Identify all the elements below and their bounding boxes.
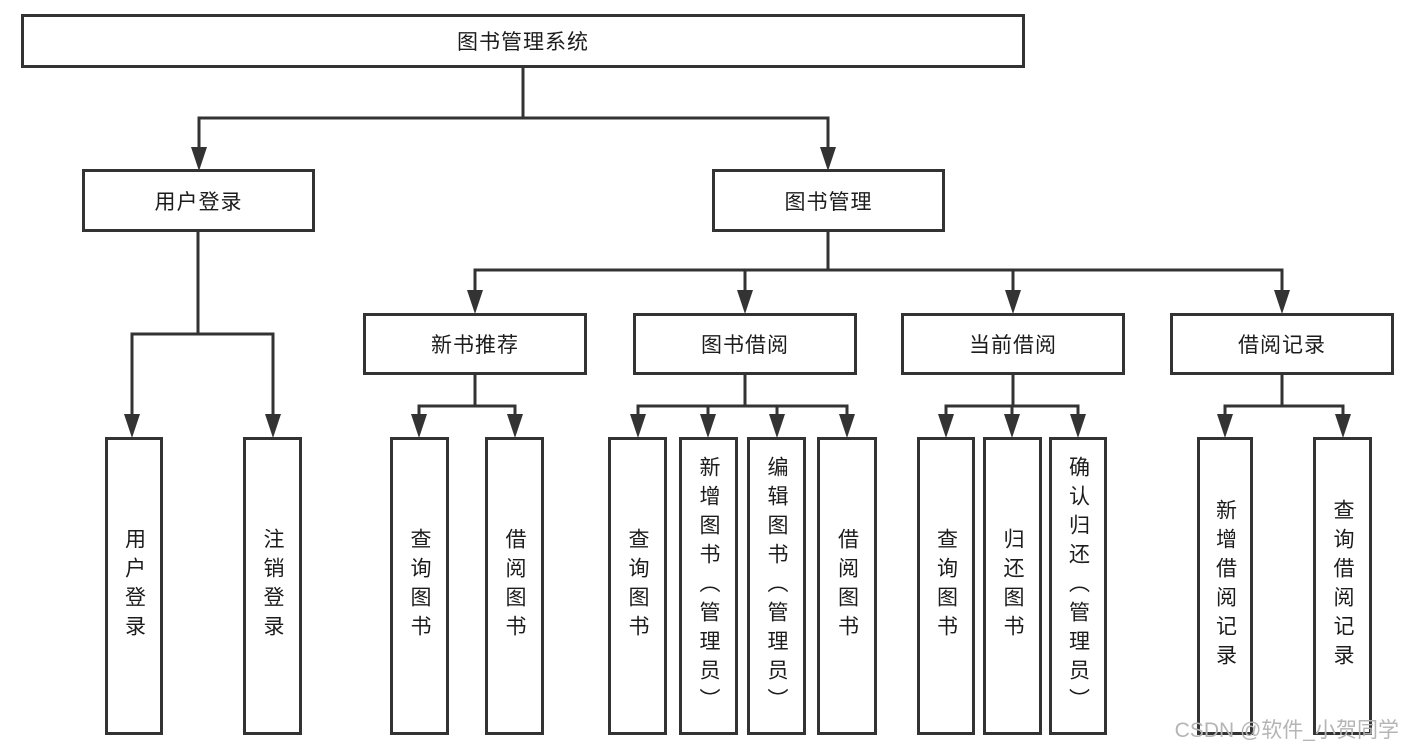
node-current-borrow-label: 当前借阅 — [969, 334, 1057, 357]
leaf-borrow-books: 借阅图书 — [817, 437, 877, 735]
watermark: CSDN @软件_小贺同学 — [1174, 719, 1399, 742]
leaf-query-books-current: 查询图书 — [917, 437, 975, 735]
leaf-add-borrow-record-label: 新增借阅记录 — [1213, 499, 1237, 673]
leaf-query-books-current-label: 查询图书 — [934, 528, 958, 644]
leaf-return-book-label: 归还图书 — [1001, 528, 1024, 644]
leaf-return-book: 归还图书 — [983, 437, 1042, 735]
leaf-edit-book-admin-label: 编辑图书（管理员） — [765, 455, 788, 717]
leaf-add-borrow-record: 新增借阅记录 — [1197, 437, 1253, 735]
leaf-edit-book-admin: 编辑图书（管理员） — [747, 437, 806, 735]
leaf-query-books-recommend: 查询图书 — [390, 437, 449, 735]
leaf-borrow-books-label: 借阅图书 — [835, 528, 859, 644]
node-book-management-label: 图书管理 — [784, 190, 873, 214]
leaf-query-books-borrow-label: 查询图书 — [626, 528, 649, 644]
leaf-logout-label: 注销登录 — [261, 528, 284, 644]
leaf-user-login: 用户登录 — [105, 437, 163, 735]
node-user-login: 用户登录 — [82, 169, 315, 232]
node-borrow-records-label: 借阅记录 — [1238, 334, 1326, 357]
leaf-add-book-admin-label: 新增图书（管理员） — [697, 455, 720, 717]
leaf-borrow-books-recommend: 借阅图书 — [485, 437, 544, 735]
leaf-confirm-return-admin: 确认归还（管理员） — [1049, 437, 1107, 735]
node-borrow-records: 借阅记录 — [1170, 313, 1394, 375]
leaf-query-books-recommend-label: 查询图书 — [408, 528, 431, 644]
node-new-book-recommend-label: 新书推荐 — [431, 334, 519, 357]
leaf-query-books-borrow: 查询图书 — [608, 437, 667, 735]
leaf-query-borrow-record-label: 查询借阅记录 — [1331, 499, 1354, 673]
node-library-system: 图书管理系统 — [21, 14, 1025, 68]
leaf-logout: 注销登录 — [243, 437, 302, 735]
leaf-query-borrow-record: 查询借阅记录 — [1313, 437, 1372, 735]
leaf-confirm-return-admin-label: 确认归还（管理员） — [1066, 455, 1090, 717]
node-current-borrow: 当前借阅 — [901, 313, 1125, 375]
node-book-borrow-label: 图书借阅 — [701, 334, 789, 357]
node-library-system-label: 图书管理系统 — [457, 31, 589, 54]
leaf-user-login-label: 用户登录 — [122, 528, 146, 644]
node-user-login-label: 用户登录 — [154, 190, 243, 214]
leaf-add-book-admin: 新增图书（管理员） — [679, 437, 738, 735]
leaf-borrow-books-recommend-label: 借阅图书 — [503, 528, 526, 644]
node-book-management: 图书管理 — [712, 169, 945, 232]
node-new-book-recommend: 新书推荐 — [363, 313, 587, 375]
node-book-borrow: 图书借阅 — [633, 313, 857, 375]
